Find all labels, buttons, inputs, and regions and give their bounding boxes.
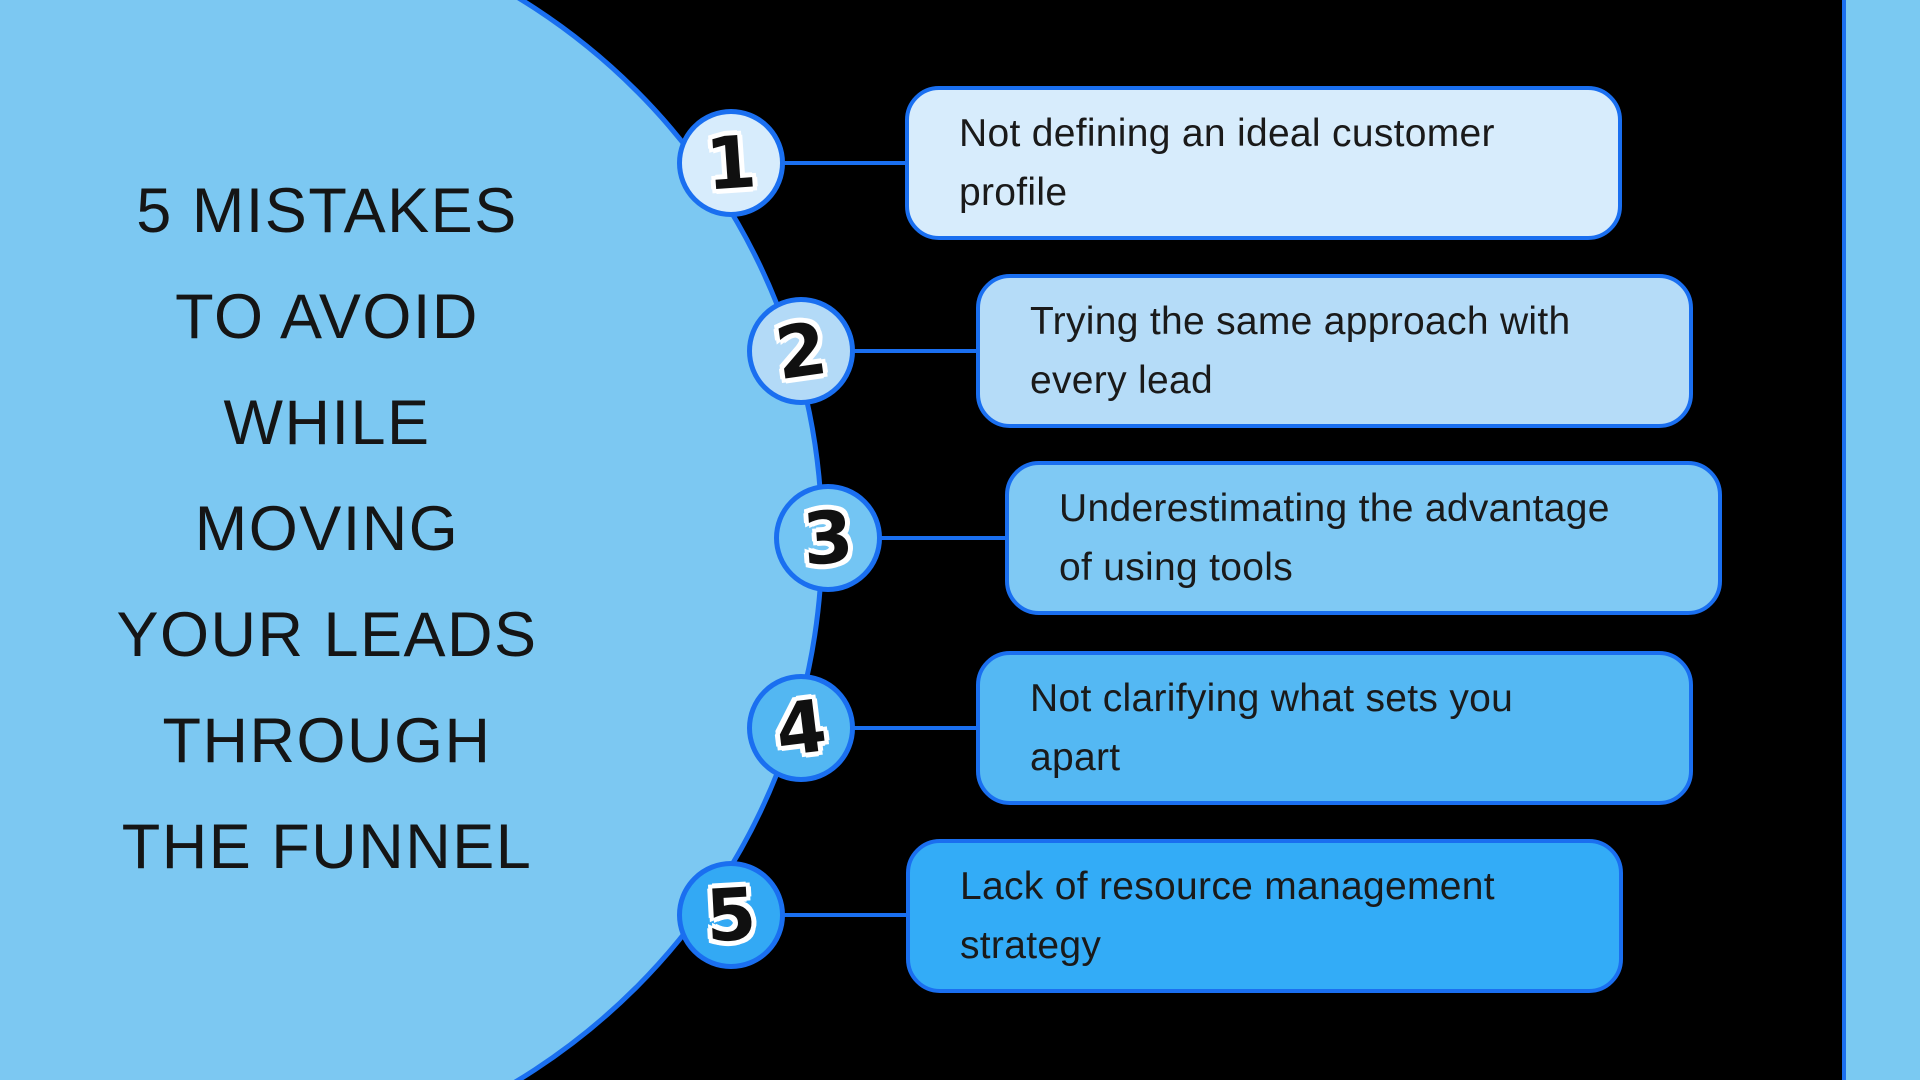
connector-line-1 bbox=[731, 161, 911, 165]
mistake-box-1: Not defining an ideal customer profile bbox=[905, 86, 1622, 240]
mistake-box-5: Lack of resource management strategy bbox=[906, 839, 1623, 993]
connector-line-4 bbox=[801, 726, 982, 730]
page-title: 5 MISTAKES TO AVOID WHILE MOVING YOUR LE… bbox=[116, 176, 538, 882]
mistake-text-line: of using tools bbox=[1059, 546, 1294, 589]
mistake-text-line: strategy bbox=[960, 924, 1102, 967]
number-badge-4: 4 bbox=[747, 674, 855, 782]
mistake-text-line: Underestimating the advantage bbox=[1059, 487, 1610, 530]
connector-line-5 bbox=[731, 913, 911, 917]
mistake-text-line: Lack of resource management bbox=[960, 865, 1495, 908]
connector-line-3 bbox=[828, 536, 1011, 540]
mistake-box-3: Underestimating the advantage of using t… bbox=[1005, 461, 1722, 615]
badge-number: 3 bbox=[800, 494, 856, 582]
number-badge-1: 1 bbox=[677, 109, 785, 217]
right-accent-band bbox=[1842, 0, 1920, 1080]
connector-line-2 bbox=[801, 349, 982, 353]
number-badge-2: 2 bbox=[747, 297, 855, 405]
badge-number: 5 bbox=[703, 871, 759, 959]
mistake-box-2: Trying the same approach with every lead bbox=[976, 274, 1693, 428]
mistake-text-line: Not defining an ideal customer bbox=[959, 112, 1495, 155]
badge-number: 1 bbox=[703, 119, 759, 207]
mistake-text-line: apart bbox=[1030, 736, 1121, 779]
mistake-text-line: Not clarifying what sets you bbox=[1030, 677, 1514, 720]
badge-number: 2 bbox=[770, 305, 832, 397]
badge-number: 4 bbox=[771, 683, 831, 773]
mistake-text-line: every lead bbox=[1030, 359, 1213, 402]
number-badge-3: 3 bbox=[774, 484, 882, 592]
mistake-box-4: Not clarifying what sets you apart bbox=[976, 651, 1693, 805]
mistake-text-line: profile bbox=[959, 171, 1068, 214]
number-badge-5: 5 bbox=[677, 861, 785, 969]
mistake-text-line: Trying the same approach with bbox=[1030, 300, 1571, 343]
